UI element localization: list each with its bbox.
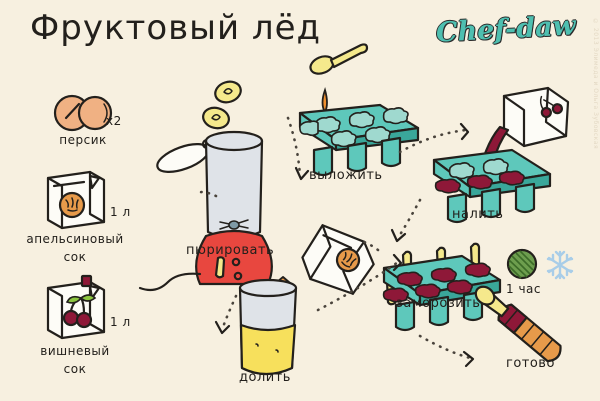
ingredient-label-orange-juice-line1: апельсиновый [26,232,124,246]
cherry-juice-carton [46,274,106,340]
popsicle-illustration [474,285,562,363]
blender-illustration [138,130,273,292]
page-title: Фруктовый лёд [30,8,322,48]
ingredient-label-cherry-juice-line1: вишневый [40,344,110,358]
ingredient-qty-peach: x2 [106,114,122,128]
step-label-freeze: заморозить [396,296,481,311]
glass-topup-illustration [238,224,375,376]
clock-icon [506,248,538,280]
step-label-blend: пюрировать [186,243,275,258]
copyright-notice: © 2013 Элимеда и Ольга Зубовская [592,18,599,150]
orange-juice-carton [46,170,106,230]
peach-illustration [53,94,113,132]
snowflake-icon [546,250,574,280]
ingredient-label-orange-juice-line2: сок [63,250,87,264]
freeze-time-label: 1 час [506,282,541,296]
spoon-illustration [309,43,369,75]
mold-tray-filling [432,148,552,224]
step-label-done: готово [506,356,555,371]
mold-tray-frozen [382,242,502,332]
flow-arrows [198,116,475,368]
ingredient-label-peach: персик [59,133,107,147]
step-label-spoon: выложить [309,168,383,183]
ingredient-label-cherry-juice-line2: сок [63,362,87,376]
step-label-pour: налить [452,207,504,222]
mold-tray-empty [298,87,420,177]
falling-peach-slices [202,80,242,130]
ingredient-qty-orange-juice: 1 л [110,205,131,219]
step-label-topup: долить [239,370,291,385]
ingredient-qty-cherry-juice: 1 л [110,315,131,329]
